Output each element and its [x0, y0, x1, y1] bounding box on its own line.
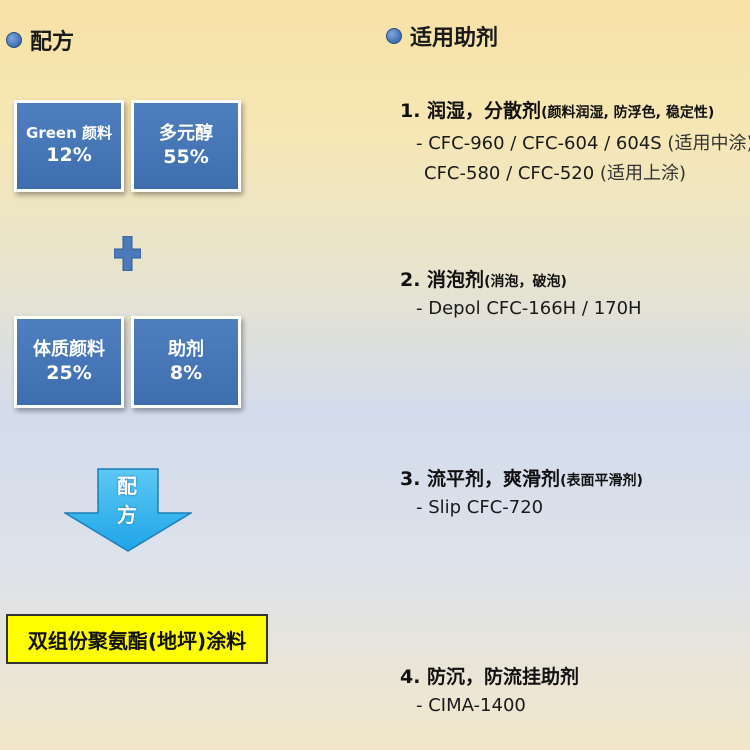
additive-subtitle: (消泡，破泡): [484, 274, 567, 290]
arrow-label-char: 方: [117, 503, 137, 527]
additive-title: 1. 润湿，分散剂(颜料润湿, 防浮色, 稳定性): [400, 100, 715, 122]
additive-note: (适用中涂): [667, 133, 750, 154]
ingredient-box-additive: 助剂 8%: [131, 316, 241, 408]
additive-title: 4. 防沉，防流挂助剂: [400, 666, 580, 688]
arrow-label-char: 配: [117, 474, 137, 498]
bullet-icon: [6, 32, 22, 48]
additive-item-3: 3. 流平剂，爽滑剂(表面平滑剂) - Slip CFC-720: [400, 464, 750, 518]
ingredient-percent: 55%: [163, 146, 209, 169]
additive-product-line: - Depol CFC-166H / 170H: [416, 298, 642, 319]
ingredient-name: 助剂: [168, 338, 204, 360]
ingredient-percent: 25%: [46, 362, 92, 385]
arrow-label: 配 方: [112, 472, 142, 530]
ingredient-percent: 8%: [169, 362, 203, 385]
ingredient-percent: 12%: [46, 144, 92, 167]
additive-subtitle: (表面平滑剂): [560, 473, 643, 489]
result-product-label: 双组份聚氨酯(地坪)涂料: [6, 614, 268, 664]
additive-title: 3. 流平剂，爽滑剂(表面平滑剂): [400, 468, 643, 490]
ingredient-box-extender-pigment: 体质颜料 25%: [14, 316, 124, 408]
ingredient-name: Green 颜料: [26, 123, 112, 142]
additive-item-2: 2. 消泡剂(消泡，破泡) - Depol CFC-166H / 170H: [400, 265, 750, 319]
bullet-icon: [386, 28, 402, 44]
additive-title: 2. 消泡剂(消泡，破泡): [400, 269, 567, 291]
left-heading-text: 配方: [30, 30, 75, 55]
right-heading: 适用助剂: [386, 20, 498, 52]
additive-item-1: 1. 润湿，分散剂(颜料润湿, 防浮色, 稳定性) - CFC-960 / CF…: [400, 96, 750, 185]
additive-product-line: - CFC-960 / CFC-604 / 604S (适用中涂): [416, 129, 750, 155]
ingredient-name: 多元醇: [159, 122, 213, 144]
ingredient-name: 体质颜料: [33, 338, 105, 360]
additive-product-line: - Slip CFC-720: [416, 497, 544, 518]
left-heading: 配方: [6, 24, 74, 56]
additive-item-4: 4. 防沉，防流挂助剂 - CIMA-1400: [400, 662, 750, 716]
additive-product-line: CFC-580 / CFC-520 (适用上涂): [424, 163, 686, 184]
ingredient-box-green-pigment: Green 颜料 12%: [14, 100, 124, 192]
additive-subtitle: (颜料润湿, 防浮色, 稳定性): [541, 105, 715, 121]
additive-note: (适用上涂): [599, 163, 686, 184]
right-heading-text: 适用助剂: [410, 26, 499, 51]
ingredient-box-polyol: 多元醇 55%: [131, 100, 241, 192]
down-arrow-icon: [64, 468, 192, 552]
additive-product-line: - CIMA-1400: [416, 695, 526, 716]
plus-icon: [114, 236, 141, 271]
